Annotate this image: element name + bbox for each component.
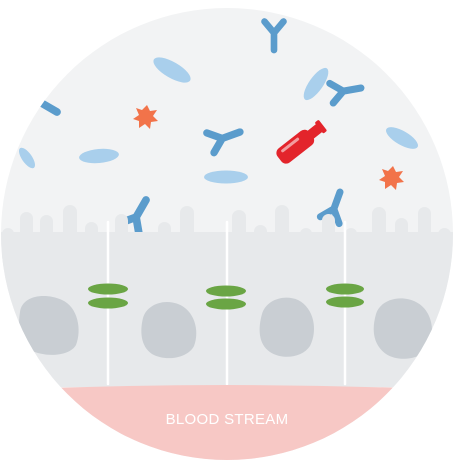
bacterium (18, 147, 36, 169)
bacterium (303, 67, 329, 101)
junction (88, 283, 128, 295)
tight-junctions (88, 283, 364, 310)
nucleus (141, 301, 197, 359)
bacteria-group (18, 57, 418, 184)
junction (206, 298, 246, 310)
spiky-cell (133, 105, 158, 129)
nucleus (19, 296, 79, 355)
bacterium (386, 127, 418, 149)
epithelial-layer (1, 205, 453, 387)
nucleus (259, 297, 314, 357)
nuclei (19, 296, 432, 359)
bacterium (204, 170, 248, 184)
bacterium (153, 57, 191, 83)
vial-icon (276, 120, 327, 164)
junction (88, 297, 128, 309)
nucleus (373, 298, 432, 359)
junction (206, 285, 246, 297)
spiky-cell-group (133, 105, 404, 190)
junction (326, 283, 364, 295)
junction (326, 296, 364, 308)
bacterium (79, 148, 119, 164)
spiky-cell (379, 166, 404, 190)
microvilli (2, 205, 451, 275)
blood-stream-label: BLOOD STREAM (166, 411, 289, 428)
